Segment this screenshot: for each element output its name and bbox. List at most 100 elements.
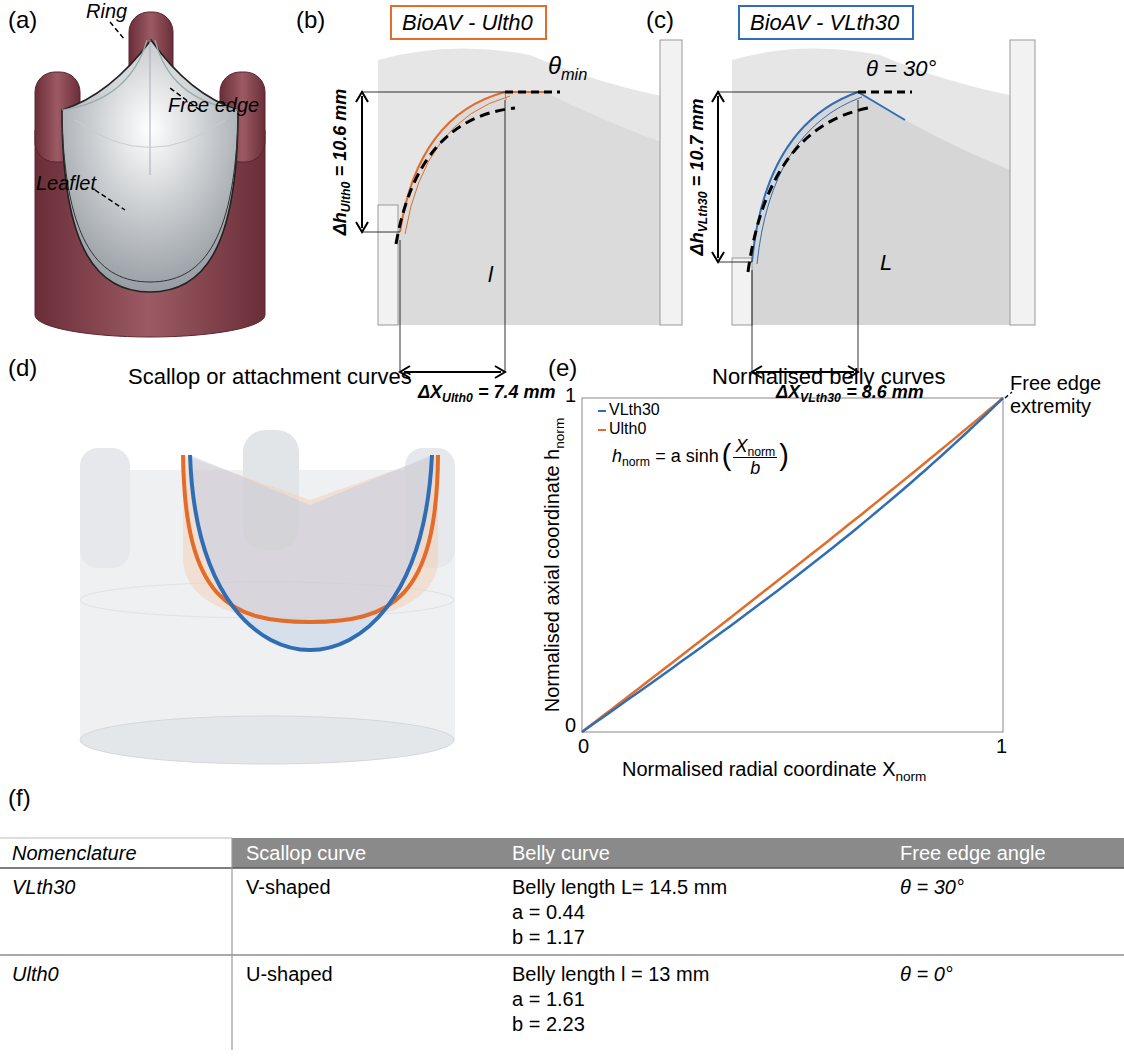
label-text: (c) xyxy=(646,6,674,33)
dimension: ΔhVLth30= 10.7 mm xyxy=(687,99,708,256)
label-text: VLth30 xyxy=(696,192,710,233)
length-label: L xyxy=(880,250,892,275)
drawing-stroke xyxy=(405,96,510,234)
table-header: Scallop curve xyxy=(246,842,366,865)
drawing-stroke xyxy=(404,371,501,373)
panel-letter: (c) xyxy=(646,6,674,34)
label-text: X xyxy=(735,436,747,456)
drawing-stroke xyxy=(356,92,368,232)
label-text: = 7.4 mm xyxy=(478,382,556,402)
drawing-stroke xyxy=(150,40,151,175)
dimension: ΔhUlth0= 10.6 mm xyxy=(330,89,351,236)
label-text: θ xyxy=(548,52,561,79)
drawing-group xyxy=(712,40,1035,378)
panel-letter: (d) xyxy=(8,354,37,382)
legend-text: Ulth0 xyxy=(609,420,646,437)
label-text: a = 0.44 xyxy=(512,901,585,923)
label-text: h xyxy=(612,446,622,466)
drawing-stroke xyxy=(660,40,682,325)
legend-entry: Ulth0 xyxy=(598,420,646,438)
drawing-stroke xyxy=(0,838,232,839)
label-text: 0 xyxy=(565,714,576,736)
table-cell: Belly length L= 14.5 mm xyxy=(512,876,727,899)
box-title: BioAV - Ulth0 xyxy=(402,10,533,35)
drawing-stroke xyxy=(752,92,858,262)
label-text: θ = 30° xyxy=(900,876,964,898)
numerator: Xnorm xyxy=(733,436,777,458)
label-text: Free edge angle xyxy=(900,842,1046,864)
label-text: θ = 0° xyxy=(900,963,953,985)
drawing-stroke xyxy=(361,96,363,228)
table-cell: a = 1.61 xyxy=(512,988,585,1011)
tick-label: 1 xyxy=(996,735,1007,758)
label-text: (f) xyxy=(8,784,31,811)
label-text: Belly curve xyxy=(512,842,610,864)
drawing-stroke xyxy=(748,108,868,272)
tick-label: 0 xyxy=(565,714,576,737)
panel-letter: (f) xyxy=(8,784,31,812)
label-text: 1 xyxy=(996,735,1007,757)
formula: hnorm= a sinh(Xnormb) xyxy=(612,436,789,478)
drawing-group xyxy=(0,838,1124,1050)
label-text: (d) xyxy=(8,354,37,381)
drawing-stroke xyxy=(362,92,505,372)
label-text: Normalised belly curves xyxy=(712,364,946,389)
label-text: ΔX xyxy=(418,382,442,402)
label-text: Normalised radial coordinate X xyxy=(622,758,895,780)
fraction: Xnormb xyxy=(733,436,777,478)
axis-title: Normalised radial coordinate Xnorm xyxy=(622,758,926,781)
legend-line xyxy=(598,410,606,412)
panel-letter: (a) xyxy=(8,6,37,34)
drawing-stroke xyxy=(858,91,912,94)
label-text: (b) xyxy=(296,6,325,33)
drawing-stroke xyxy=(0,867,1124,869)
label-text: Leaflet xyxy=(36,172,96,194)
angle-label: θmin xyxy=(548,52,587,80)
drawing-stroke xyxy=(80,716,454,764)
annotation: Free edge extremity xyxy=(1010,372,1118,418)
label-text: b = 1.17 xyxy=(512,926,585,948)
label-text: b = 2.23 xyxy=(512,1013,585,1035)
drawing-stroke xyxy=(582,398,1003,732)
label-text: VLth30 xyxy=(12,876,75,898)
drawing-stroke xyxy=(75,120,225,148)
label-text: min xyxy=(561,65,587,83)
legend-line xyxy=(598,429,606,431)
drawing-stroke xyxy=(183,455,438,622)
table-cell: U-shaped xyxy=(246,963,333,986)
drawing-stroke xyxy=(190,455,432,650)
label-text: Δh xyxy=(330,212,350,235)
label-text: = a sinh xyxy=(655,446,719,466)
table-cell: θ = 0° xyxy=(900,963,953,986)
label-text: Δh xyxy=(687,232,707,255)
table-cell: VLth30 xyxy=(12,876,75,899)
drawing-stroke xyxy=(400,366,505,378)
label-text: Normalised axial coordinate h xyxy=(541,449,563,712)
drawing-stroke xyxy=(378,205,398,325)
table-cell: θ = 30° xyxy=(900,876,964,899)
drawing-stroke xyxy=(582,398,1003,732)
drawing-stroke xyxy=(732,49,1035,325)
legend-entry: VLth30 xyxy=(598,401,660,419)
panel-letter: (e) xyxy=(548,354,577,382)
label-text: VLth30 xyxy=(800,391,841,405)
drawing-stroke xyxy=(757,97,862,264)
label-text: Scallop or attachment curves xyxy=(128,364,412,389)
label-text: Belly length l = 13 mm xyxy=(512,963,709,985)
title-box: BioAV - Ulth0 xyxy=(390,5,547,40)
label-text: (a) xyxy=(8,6,37,33)
box-title: BioAV - VLth30 xyxy=(750,10,899,35)
title-box: BioAV - VLth30 xyxy=(738,5,914,40)
label-text: Ulth0 xyxy=(442,391,473,405)
label-text: = 10.6 mm xyxy=(330,89,350,177)
part-label: Free edge xyxy=(168,94,259,117)
label-text: L xyxy=(880,250,892,275)
label-text: 1 xyxy=(565,384,576,406)
table-cell: b = 2.23 xyxy=(512,1013,585,1036)
label-text: norm xyxy=(551,418,566,449)
drawing-group xyxy=(35,12,265,337)
length-label: l xyxy=(488,262,493,287)
label-text: ( xyxy=(722,439,732,471)
table-header: Free edge angle xyxy=(900,842,1046,865)
